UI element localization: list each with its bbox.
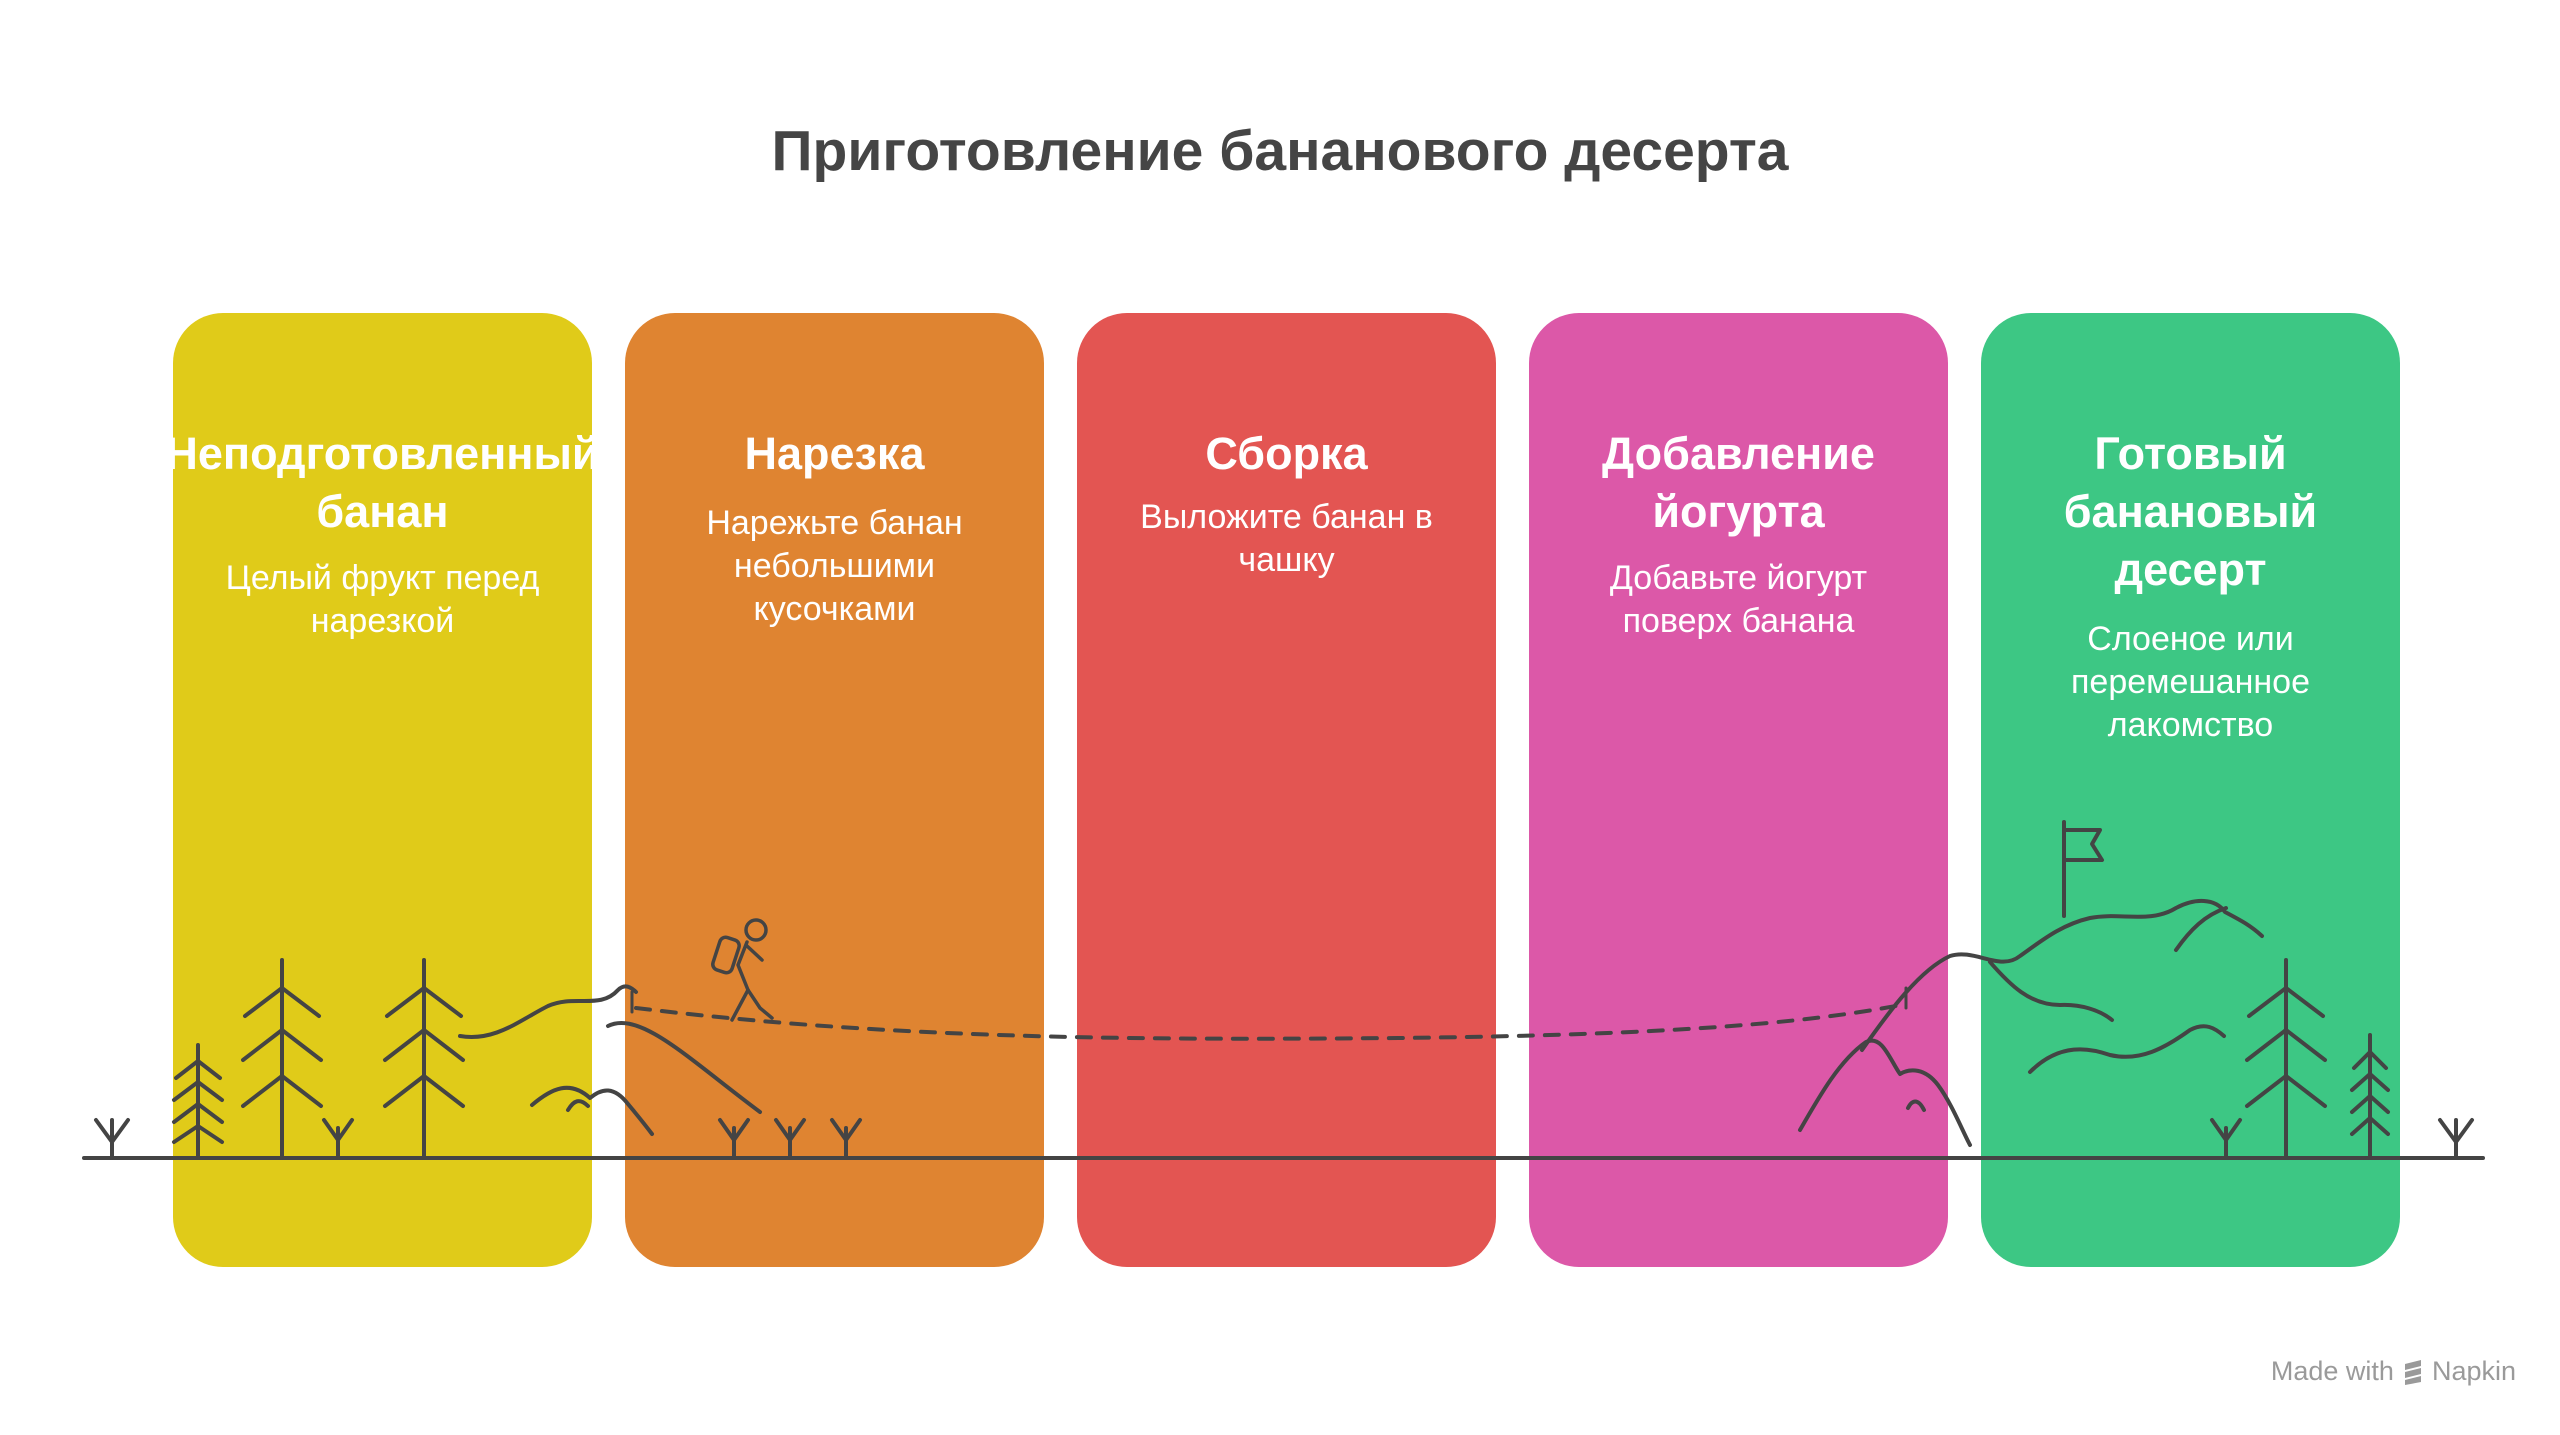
grass-icon	[2210, 1118, 2242, 1160]
watermark-prefix: Made with	[2270, 1356, 2394, 1386]
step-title: Нарезка	[744, 428, 925, 479]
dashed-path	[630, 986, 1908, 1041]
hiker-icon	[711, 918, 774, 1022]
step-card-4: Добавление йогурта Добавьте йогурт повер…	[1529, 313, 1948, 1267]
step-description: Добавьте йогурт поверх банана	[1609, 559, 1868, 640]
watermark-brand: Napkin	[2431, 1356, 2516, 1386]
step-title: Неподготовленный банан	[165, 428, 600, 537]
flag-icon	[2062, 820, 2104, 918]
tree-icon	[241, 958, 323, 1160]
step-card-5: Готовый банановый десерт Слоеное или пер…	[1981, 313, 2400, 1267]
step-title: Готовый банановый десерт	[2063, 428, 2318, 595]
tree-icon	[172, 1043, 224, 1160]
grass-icon	[94, 1118, 130, 1160]
step-description: Целый фрукт перед нарезкой	[225, 559, 540, 640]
watermark: Made with Napkin	[2271, 1356, 2516, 1387]
tree-icon	[2350, 1033, 2390, 1160]
step-description: Выложите банан в чашку	[1140, 498, 1433, 579]
mountain-icon	[1798, 899, 2264, 1147]
tree-icon	[383, 958, 465, 1160]
step-card-1: Неподготовленный банан Целый фрукт перед…	[165, 313, 600, 1267]
step-description: Нарежьте банан небольшими кусочками	[706, 504, 963, 628]
grass-icon	[718, 1118, 862, 1160]
grass-icon	[2438, 1118, 2474, 1160]
hill-icon	[458, 984, 762, 1136]
grass-icon	[322, 1118, 354, 1160]
step-title: Добавление йогурта	[1602, 428, 1875, 537]
step-title: Сборка	[1205, 428, 1368, 479]
step-card-2: Нарезка Нарежьте банан небольшими кусочк…	[625, 313, 1044, 1267]
page-title: Приготовление бананового десерта	[771, 119, 1789, 183]
step-description: Слоеное или перемешанное лакомство	[2071, 620, 2310, 744]
step-card-3: Сборка Выложите банан в чашку	[1077, 313, 1496, 1267]
tree-icon	[2245, 958, 2327, 1160]
napkin-logo-icon	[2404, 1359, 2421, 1385]
